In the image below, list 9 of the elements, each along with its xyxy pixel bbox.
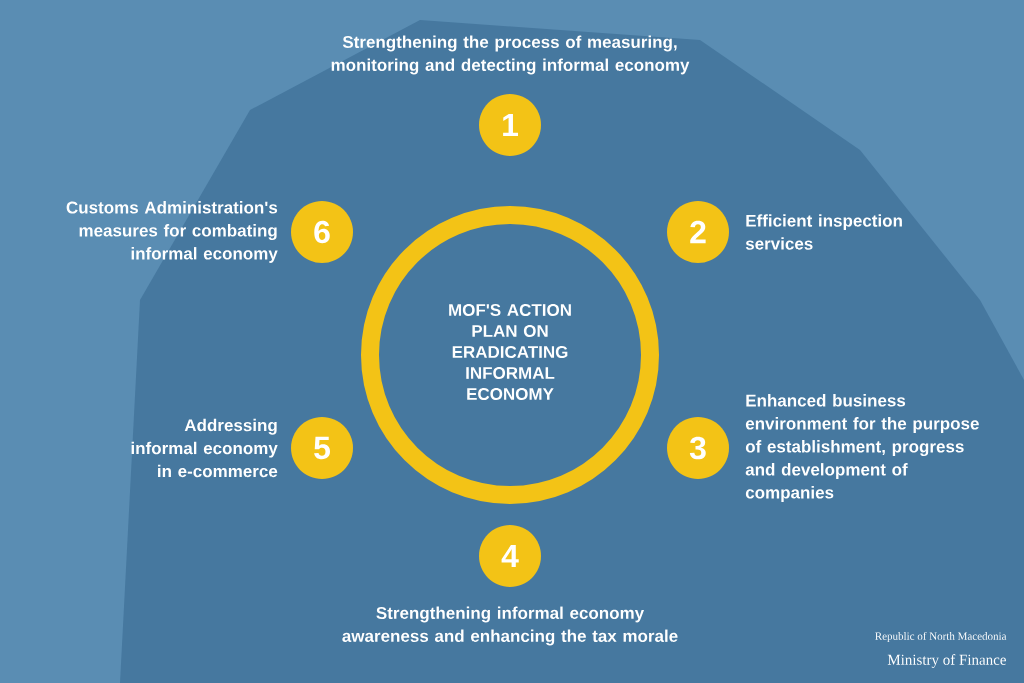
description-text: Strengthening the process of measuring, monitoring and detecting informal economy — [331, 35, 690, 75]
description-text: Addressing informal economy in e-commerce — [131, 418, 278, 478]
footer-text: Republic of North Macedonia — [875, 631, 1007, 643]
description-text: Efficient inspection services — [745, 214, 902, 250]
description-text: Customs Administration's measures for combating informal economy — [66, 201, 278, 263]
description-text: Enhanced business environment for the purpose of establishment, progress and development of companies — [745, 394, 979, 502]
footer-text: Ministry of Finance — [887, 654, 1006, 668]
center-ring: MOF'S ACTION PLAN ON ERADICATING INFORMAL ECONOMY — [361, 206, 659, 504]
description-text: Strengthening informal economy awareness and enhancing the tax morale — [342, 606, 678, 646]
